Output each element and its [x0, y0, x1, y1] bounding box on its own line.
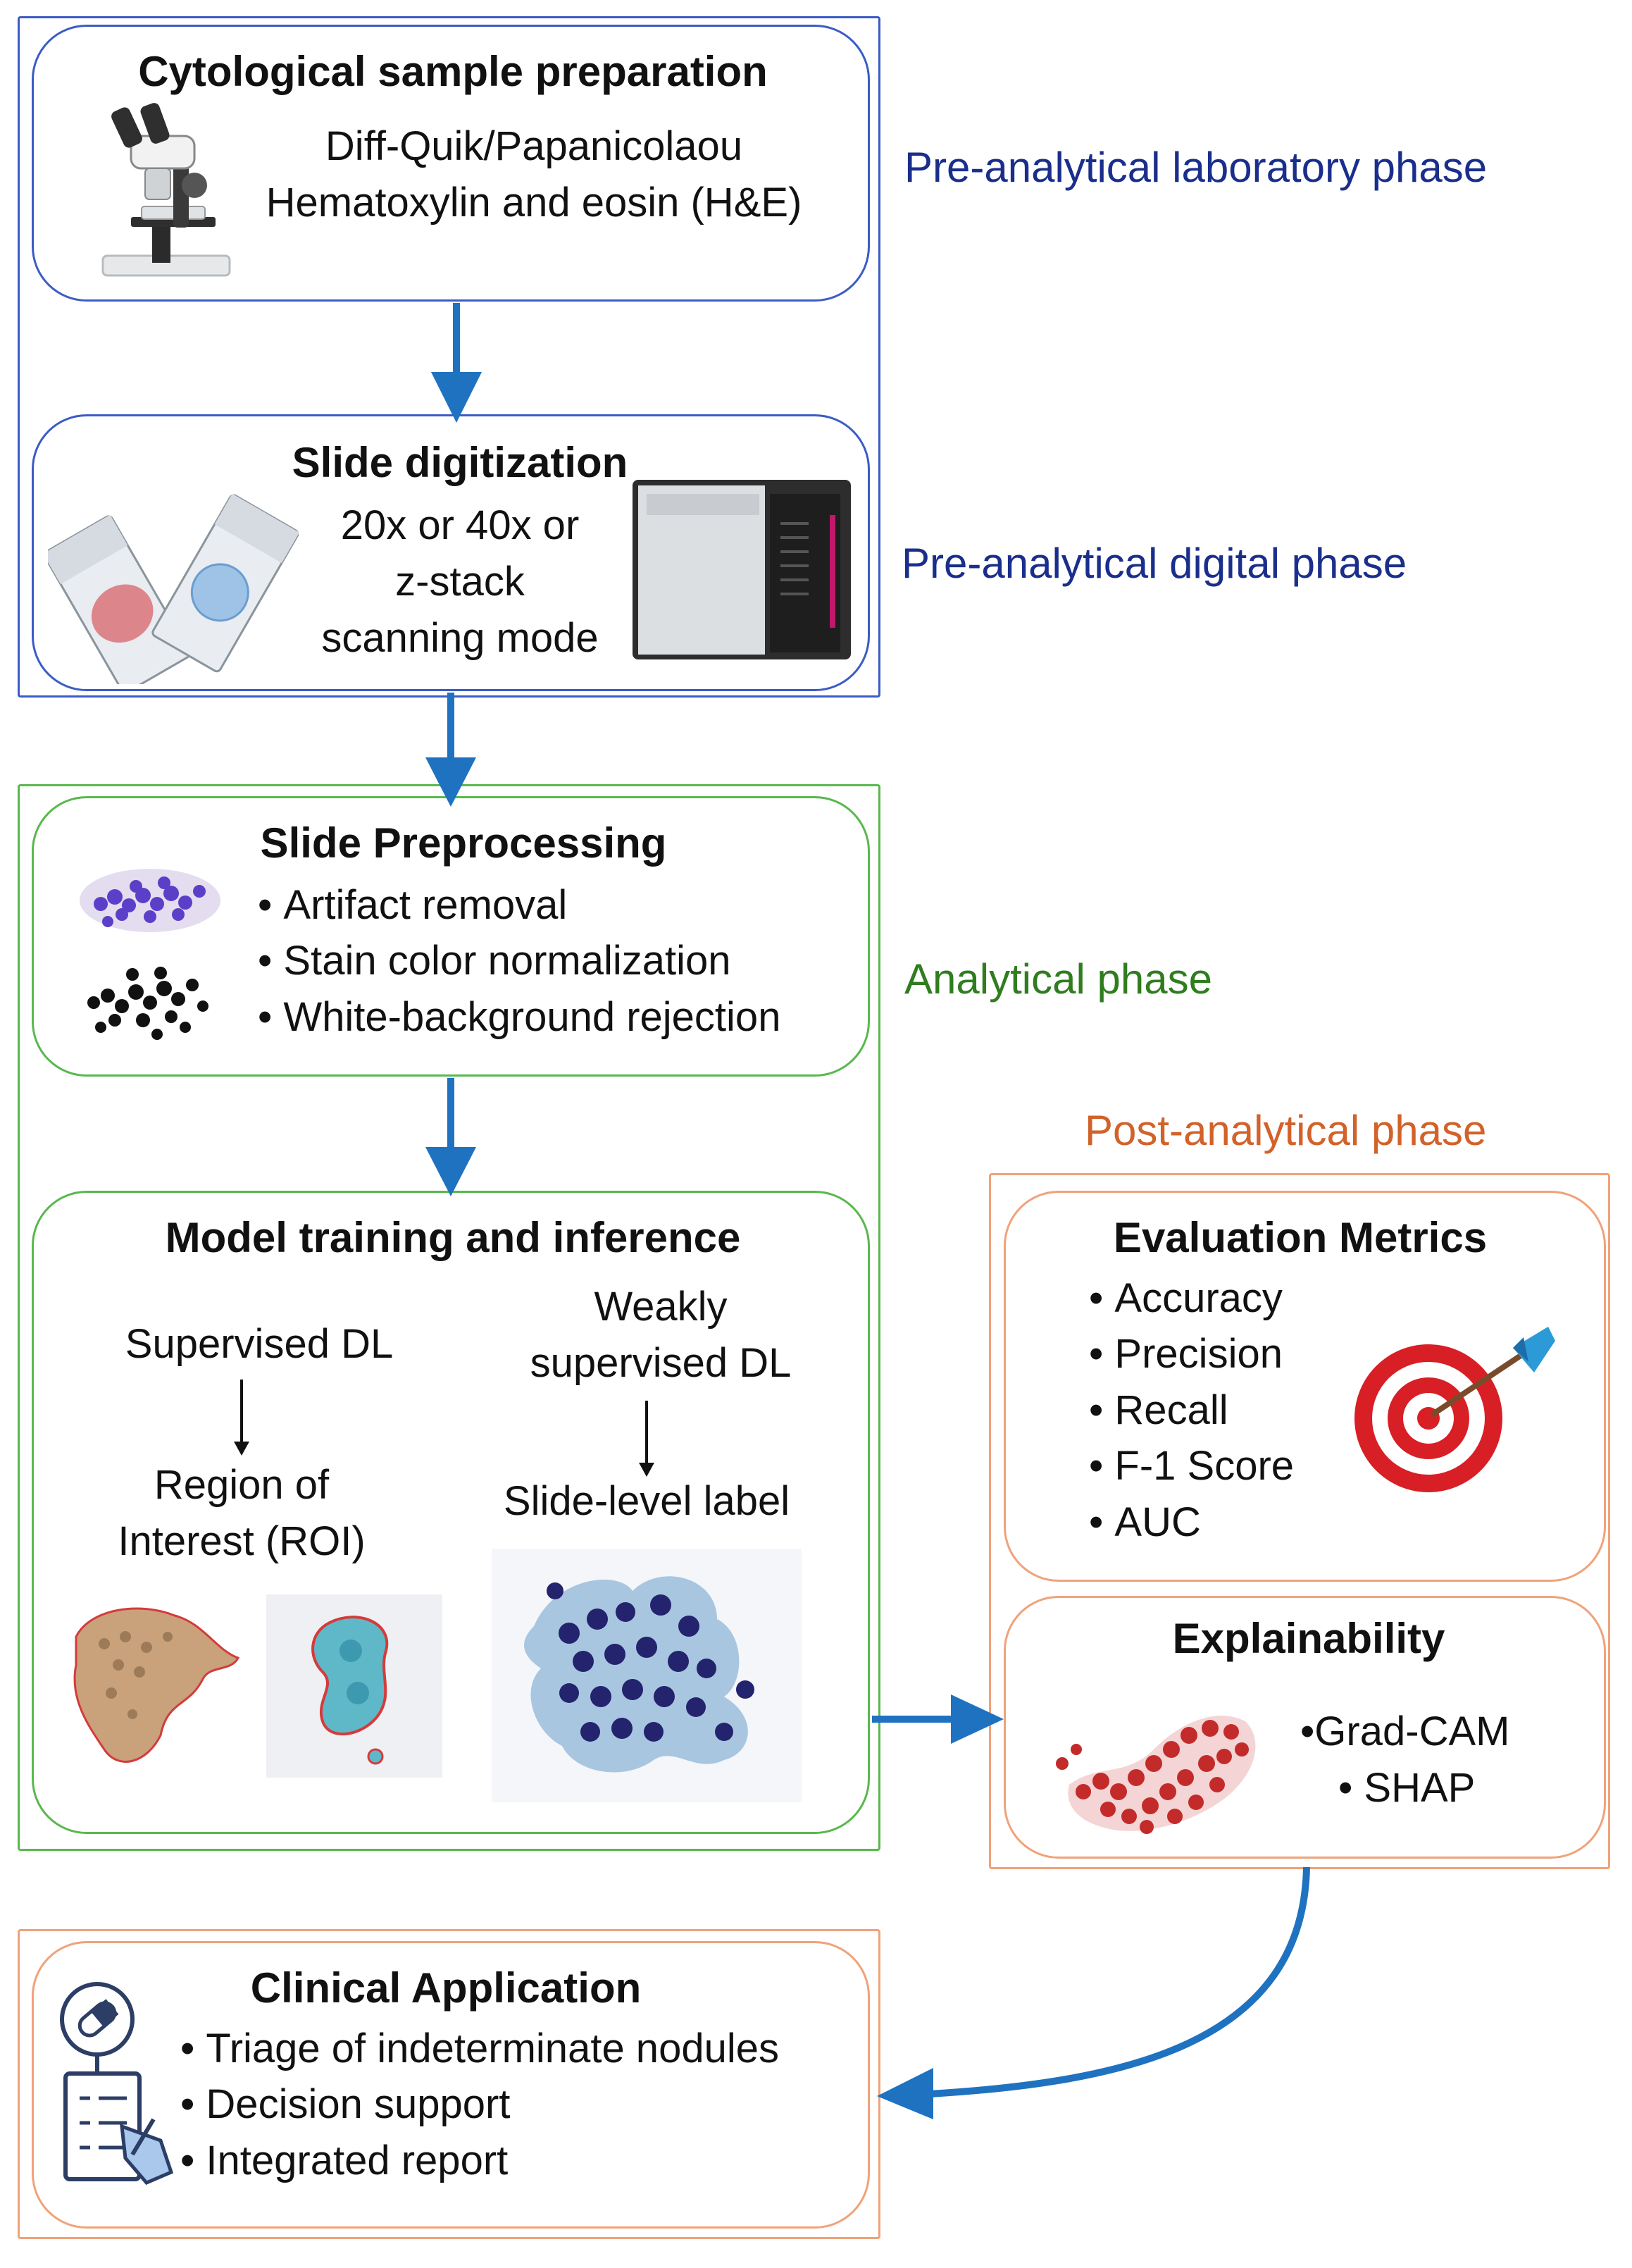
roi-annotation-image — [62, 1594, 456, 1778]
preprocessing-card: Slide Preprocessing Artifact removal Sta… — [32, 796, 870, 1077]
model-title: Model training and inference — [165, 1214, 741, 1261]
clinical-bullets: Triage of indeterminate nodules Decision… — [180, 2021, 779, 2188]
target-icon — [1354, 1327, 1555, 1492]
digitization-line-3: scanning mode — [321, 615, 599, 661]
digitization-line-2: z-stack — [395, 559, 525, 605]
slide-level-label: Slide-level label — [503, 1478, 790, 1524]
arrow-post-to-clinical — [877, 1866, 1310, 2119]
clinical-frame — [18, 1929, 880, 2239]
preprocessing-bullet: White-background rejection — [258, 989, 780, 1045]
phase-label-pre-digital: Pre-analytical digital phase — [902, 540, 1407, 587]
evaluation-bullets: Accuracy Precision Recall F-1 Score AUC — [1089, 1270, 1294, 1550]
arrow-preprocessing-to-model — [425, 1078, 476, 1196]
sample-prep-line-1: Diff-Quik/Papanicolaou — [325, 123, 743, 169]
clinical-bullet: Triage of indeterminate nodules — [180, 2021, 779, 2076]
arrow-prep-to-digitization — [431, 303, 482, 423]
microscope-icon — [101, 103, 231, 277]
explainability-card: Explainability •Grad-CAM • SHAP — [1004, 1596, 1606, 1859]
sample-prep-card: Cytological sample preparation Diff-Quik… — [32, 25, 870, 302]
evaluation-card: Evaluation Metrics Accuracy Precision Re… — [1004, 1191, 1606, 1582]
cytology-cells-image — [492, 1549, 802, 1802]
supervised-label: Supervised DL — [125, 1321, 394, 1367]
preprocessing-bullets: Artifact removal Stain color normalizati… — [258, 877, 780, 1045]
weakly-line-2: supervised DL — [530, 1340, 792, 1386]
explainability-item-2: • SHAP — [1338, 1765, 1476, 1811]
phase-label-analytical: Analytical phase — [904, 955, 1212, 1003]
arrow-model-to-post — [872, 1694, 1004, 1744]
clinical-title: Clinical Application — [250, 1964, 642, 2012]
clipboard-pill-icon — [60, 1982, 174, 2186]
arrow-digitization-to-preprocessing — [425, 693, 476, 807]
digitization-title: Slide digitization — [292, 439, 628, 486]
heatmap-cells-icon — [1056, 1716, 1256, 1834]
model-card: Model training and inference Supervised … — [32, 1191, 870, 1834]
evaluation-bullet: Accuracy — [1089, 1270, 1294, 1326]
evaluation-bullet: Precision — [1089, 1326, 1294, 1382]
supervised-arrow-icon — [234, 1380, 249, 1456]
preprocessing-bullet: Artifact removal — [258, 877, 780, 933]
post-analytical-frame — [989, 1173, 1610, 1869]
roi-line-2: Interest (ROI) — [118, 1518, 366, 1564]
slide-scanner-icon — [633, 480, 851, 659]
clinical-bullet: Decision support — [180, 2076, 779, 2132]
digitization-line-1: 20x or 40x or — [340, 502, 580, 548]
evaluation-bullet: AUC — [1089, 1494, 1294, 1550]
digitization-card: Slide digitization 20x or 40x or z-stack… — [32, 414, 870, 691]
glass-slide-icon — [48, 494, 299, 684]
clinical-card: Clinical Application Triage of indetermi… — [32, 1941, 870, 2229]
explainability-title: Explainability — [1172, 1615, 1445, 1662]
preprocessing-title: Slide Preprocessing — [260, 819, 667, 867]
phase-label-pre-lab: Pre-analytical laboratory phase — [904, 144, 1488, 191]
preprocessing-bullet: Stain color normalization — [258, 933, 780, 989]
clinical-bullet: Integrated report — [180, 2133, 779, 2188]
evaluation-title: Evaluation Metrics — [1113, 1214, 1488, 1261]
explainability-item-1: •Grad-CAM — [1300, 1709, 1510, 1754]
sample-prep-line-2: Hematoxylin and eosin (H&E) — [266, 180, 802, 225]
cell-cluster-icon — [80, 869, 220, 1040]
weakly-line-1: Weakly — [594, 1284, 728, 1330]
phase-label-post: Post-analytical phase — [1085, 1107, 1487, 1154]
weakly-arrow-icon — [639, 1401, 654, 1477]
evaluation-bullet: F-1 Score — [1089, 1438, 1294, 1494]
sample-prep-title: Cytological sample preparation — [138, 48, 768, 95]
evaluation-bullet: Recall — [1089, 1382, 1294, 1438]
roi-line-1: Region of — [154, 1462, 330, 1508]
